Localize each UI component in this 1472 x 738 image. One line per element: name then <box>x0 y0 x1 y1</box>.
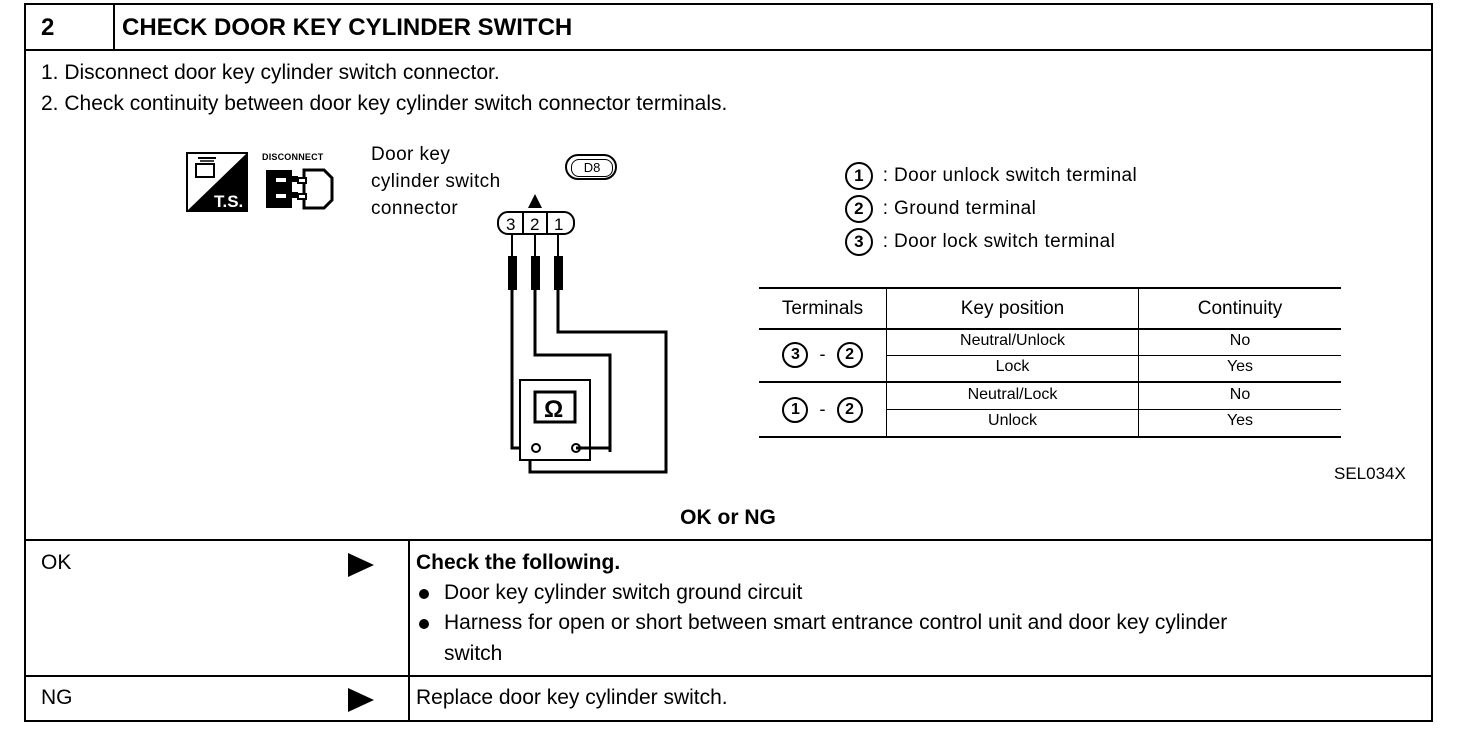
step-title: CHECK DOOR KEY CYLINDER SWITCH <box>122 14 573 41</box>
ohmmeter-display <box>533 390 577 424</box>
header-rule <box>24 49 1433 51</box>
legend-text-3: : Door lock switch terminal <box>882 231 1116 253</box>
result-divider <box>408 540 410 722</box>
ok-label: OK <box>41 551 72 574</box>
ok-bullet-1: Door key cylinder switch ground circuit <box>444 581 803 604</box>
legend-item-2: 2 : Ground terminal <box>845 195 1036 223</box>
instruction-2: 2. Check continuity between door key cyl… <box>41 92 728 115</box>
ok-arrow-icon <box>348 553 374 577</box>
connector-label-line-2: cylinder switch <box>371 171 501 192</box>
ng-arrow-icon <box>348 688 374 712</box>
table-header-terminals: Terminals <box>781 298 864 319</box>
bullet-icon <box>419 589 429 599</box>
legend-num-2: 2 <box>845 195 873 223</box>
table-row-continuity: Yes <box>1226 412 1254 429</box>
ng-action: Replace door key cylinder switch. <box>416 686 728 709</box>
instruction-1: 1. Disconnect door key cylinder switch c… <box>41 61 500 84</box>
table-row-key: Neutral/Lock <box>967 386 1058 403</box>
disconnect-label: DISCONNECT <box>262 152 324 162</box>
ok-bullet-2-continued: switch <box>444 642 503 665</box>
table-row-continuity: No <box>1229 386 1251 403</box>
header-divider <box>113 3 115 50</box>
bullet-icon <box>419 619 429 629</box>
table-row-key: Lock <box>995 358 1030 375</box>
pin-label-2: 2 <box>530 215 539 234</box>
table-row-continuity: Yes <box>1226 358 1254 375</box>
result-rule-middle <box>24 675 1433 677</box>
ok-heading: Check the following. <box>416 551 621 574</box>
legend-item-3: 3 : Door lock switch terminal <box>845 228 1115 256</box>
legend-text-1: : Door unlock switch terminal <box>882 165 1138 187</box>
table-header-key-position: Key position <box>960 298 1065 319</box>
connector-label-line-1: Door key <box>371 144 451 165</box>
legend-num-1: 1 <box>845 162 873 190</box>
table-header-continuity: Continuity <box>1197 298 1283 319</box>
legend-text-2: : Ground terminal <box>882 198 1037 220</box>
table-row-key: Neutral/Unlock <box>960 332 1065 349</box>
pin-label-1: 1 <box>554 215 563 234</box>
ohm-symbol: Ω <box>544 396 563 423</box>
table-row-continuity: No <box>1229 332 1251 349</box>
pin-label-3: 3 <box>506 215 515 234</box>
table-terminals-group-2: 1 - 2 <box>759 397 886 423</box>
figure-code: SEL034X <box>1334 464 1406 483</box>
legend-item-1: 1 : Door unlock switch terminal <box>845 162 1137 190</box>
ts-badge-text: T.S. <box>214 192 243 211</box>
procedure-frame <box>24 3 1433 722</box>
table-terminals-group-1: 3 - 2 <box>759 342 886 368</box>
legend-num-3: 3 <box>845 228 873 256</box>
step-number: 2 <box>41 14 55 41</box>
connector-id-badge: D8 <box>565 154 617 180</box>
connector-triangle-marker <box>528 194 542 208</box>
result-rule-top <box>24 539 1433 541</box>
connector-label-line-3: connector <box>371 198 459 219</box>
table-row-key: Unlock <box>988 412 1037 429</box>
ng-label: NG <box>41 686 73 709</box>
result-prompt: OK or NG <box>680 506 776 529</box>
disconnect-icon <box>266 168 334 210</box>
ts-icon: T.S. <box>186 152 248 212</box>
connector-id-text: D8 <box>571 159 613 177</box>
wiring-diagram: 3 2 1 Ω <box>497 194 668 474</box>
ok-bullet-2: Harness for open or short between smart … <box>444 611 1228 634</box>
